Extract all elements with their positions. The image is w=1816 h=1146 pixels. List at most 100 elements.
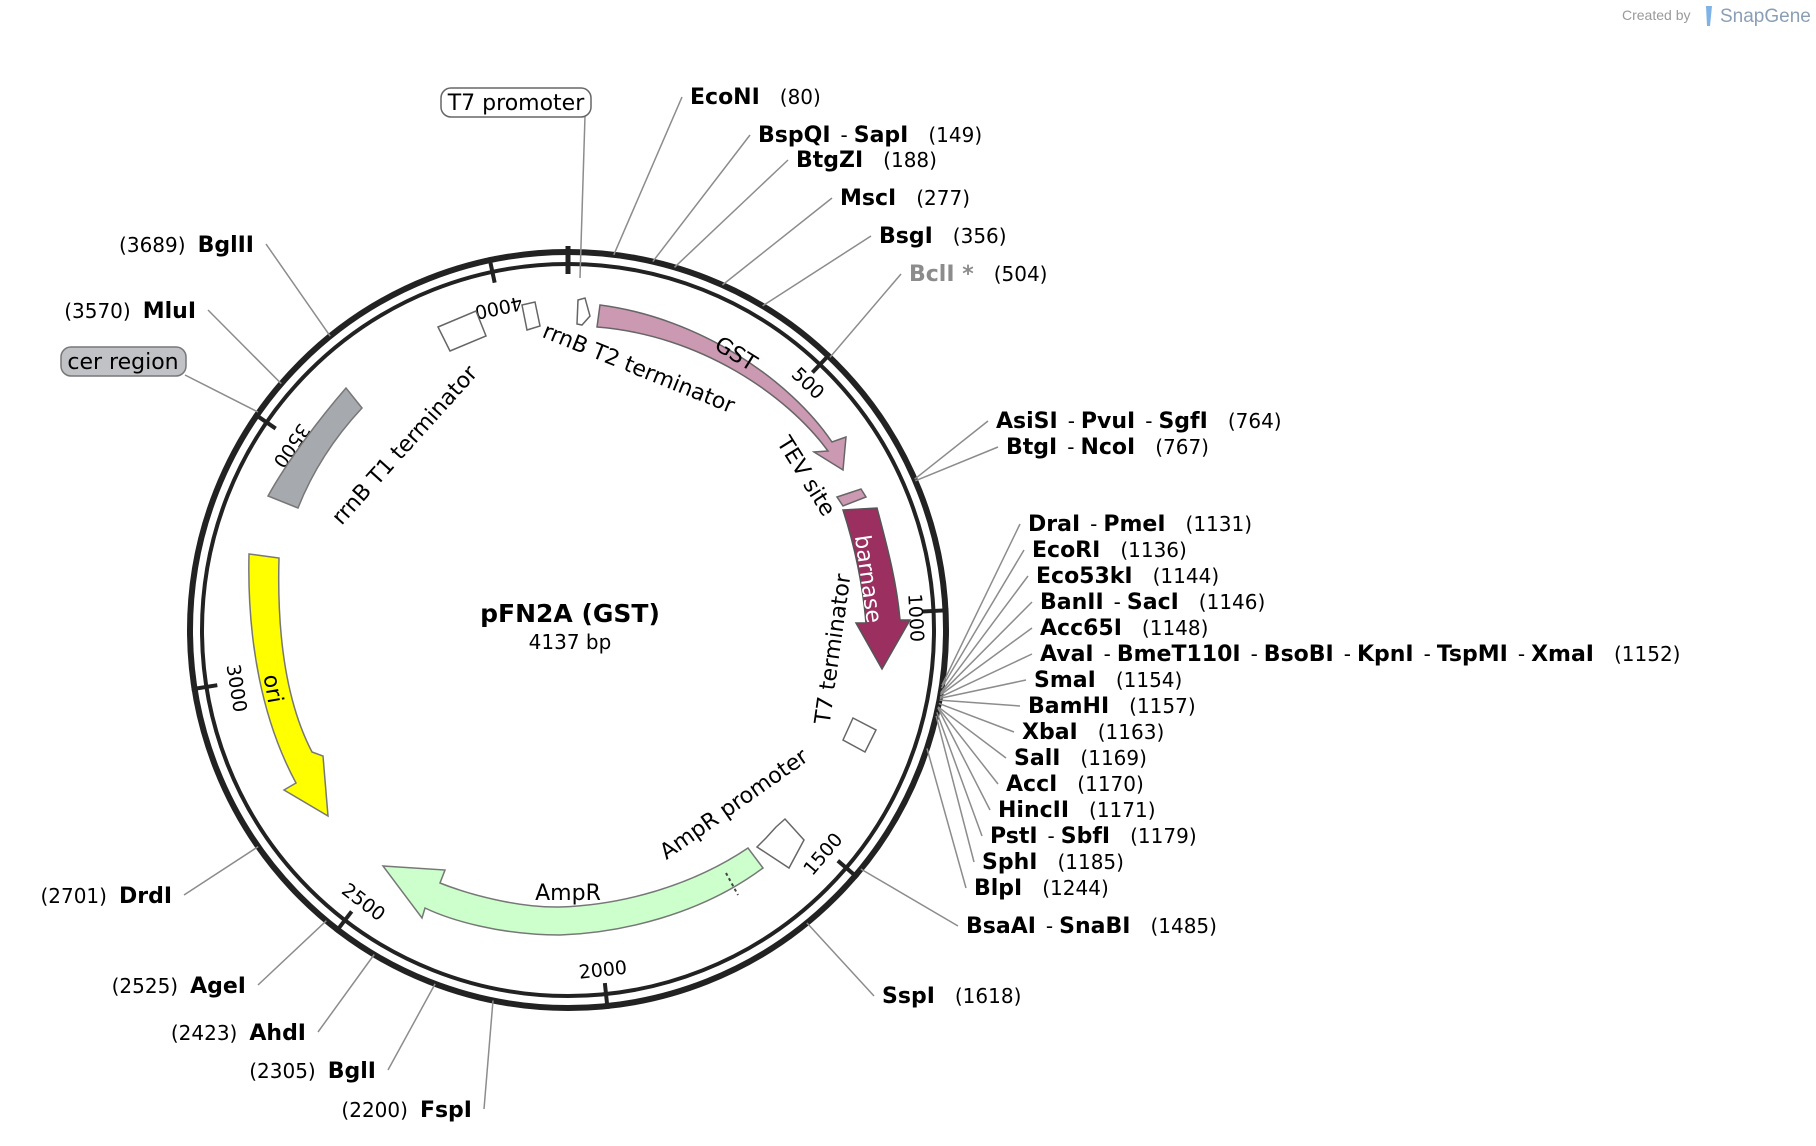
- t7-promoter-label: T7 promoter: [447, 91, 585, 116]
- site-btgi[interactable]: BtgI-NcoI(767): [915, 435, 1209, 482]
- site-leader: [940, 549, 1025, 689]
- site-label-bsgi: BsgI(356): [879, 224, 1007, 249]
- site-leader: [937, 706, 999, 785]
- tick-4000: [487, 256, 497, 284]
- ori-arrow[interactable]: [248, 553, 329, 818]
- site-blpi[interactable]: BlpI(1244): [926, 748, 1109, 901]
- tick-1000: [922, 608, 949, 614]
- rrnb-t1-terminator-arrow[interactable]: [266, 386, 363, 509]
- site-leader: [265, 243, 331, 337]
- site-bglii[interactable]: (3689)BglII: [119, 233, 331, 337]
- site-leader: [829, 273, 902, 358]
- rrnb-t2-terminator-box[interactable]: [521, 301, 541, 331]
- gst-arrow[interactable]: [596, 304, 847, 472]
- site-econi[interactable]: EcoNI(80): [613, 85, 821, 256]
- site-asisi[interactable]: AsiSI-PvuI-SgfI(764): [914, 409, 1282, 480]
- site-bcli[interactable]: BclI *(504): [829, 262, 1048, 358]
- site-label-xbai: XbaI(1163): [1022, 720, 1164, 745]
- site-label-sphi: SphI(1185): [982, 850, 1124, 875]
- tev-site-arrow[interactable]: [835, 488, 868, 507]
- site-leader: [926, 748, 967, 889]
- site-bamhi[interactable]: BamHI(1157): [939, 694, 1196, 719]
- site-leader: [762, 235, 872, 307]
- t7-promoter-leader: [579, 115, 586, 279]
- cer-region-leader: [184, 374, 259, 413]
- site-label-acc65i: Acc65I(1148): [1040, 616, 1208, 641]
- snapgene-credit: Created by SnapGene: [1622, 6, 1811, 27]
- site-label-acci: AccI(1170): [1006, 772, 1144, 797]
- ori-label: ori: [258, 673, 288, 706]
- site-leader: [936, 712, 983, 837]
- site-agei[interactable]: (2525)AgeI: [112, 920, 327, 999]
- site-label-bsaai: BsaAI-SnaBI(1485): [966, 914, 1217, 939]
- site-bsgi[interactable]: BsgI(356): [762, 224, 1007, 307]
- site-leader: [940, 601, 1033, 695]
- site-label-btgi: BtgI-NcoI(767): [1006, 435, 1209, 460]
- site-leader: [257, 920, 327, 986]
- tick-label-1000: 1000: [903, 593, 928, 642]
- site-leader: [939, 679, 1027, 700]
- plasmid-name: pFN2A (GST): [480, 599, 660, 628]
- site-hincii[interactable]: HincII(1171): [937, 707, 1156, 823]
- credit-brand: SnapGene: [1720, 6, 1811, 27]
- site-msci[interactable]: MscI(277): [721, 186, 970, 286]
- site-sphi[interactable]: SphI(1185): [935, 715, 1124, 875]
- site-leader: [941, 523, 1021, 686]
- site-label-banii: BanII-SacI(1146): [1040, 590, 1265, 615]
- site-acci[interactable]: AccI(1170): [937, 706, 1144, 797]
- ampr-arrow[interactable]: [381, 846, 765, 936]
- site-drai[interactable]: DraI-PmeI(1131): [941, 512, 1252, 686]
- site-leader: [721, 197, 833, 286]
- site-label-msci: MscI(277): [840, 186, 970, 211]
- site-sali[interactable]: SalI(1169): [937, 706, 1147, 771]
- site-mlui[interactable]: (3570)MluI: [64, 299, 282, 385]
- site-label-econi: EcoNI(80): [690, 85, 821, 110]
- site-leader: [860, 868, 959, 927]
- cer-region-box[interactable]: [436, 310, 487, 352]
- site-leader: [915, 446, 999, 482]
- site-leader: [207, 309, 282, 385]
- t7-promoter-callout[interactable]: T7 promoter: [440, 87, 592, 279]
- site-xbai[interactable]: XbaI(1163): [938, 702, 1164, 745]
- snapgene-logo-icon: [1706, 6, 1712, 26]
- site-bsaai[interactable]: BsaAI-SnaBI(1485): [860, 868, 1217, 939]
- site-label-btgzi: BtgZI(188): [796, 148, 937, 173]
- site-leader: [938, 702, 1015, 733]
- tick-2000: [602, 982, 610, 1010]
- site-label-ahdi: (2423)AhdI: [171, 1021, 306, 1046]
- site-avai[interactable]: AvaI-BmeT110I-BsoBI-KpnI-TspMI-XmaI(1152…: [939, 642, 1681, 698]
- ampr-label: AmpR: [535, 881, 601, 906]
- site-leader: [940, 575, 1029, 694]
- site-acc65i[interactable]: Acc65I(1148): [939, 616, 1208, 696]
- site-eco53ki[interactable]: Eco53kI(1144): [940, 564, 1219, 694]
- site-leader: [939, 627, 1033, 696]
- site-label-smai: SmaI(1154): [1034, 668, 1182, 693]
- site-fspi[interactable]: (2200)FspI: [341, 1000, 494, 1124]
- t7-terminator-box[interactable]: [842, 716, 878, 754]
- site-label-bcli: BclI *(504): [909, 262, 1047, 287]
- site-bgli[interactable]: (2305)BglI: [249, 983, 436, 1084]
- ampr-promoter-arrow[interactable]: [755, 817, 805, 870]
- site-label-drai: DraI-PmeI(1131): [1028, 512, 1252, 537]
- barnase-arrow[interactable]: [841, 507, 912, 671]
- site-banii[interactable]: BanII-SacI(1146): [940, 590, 1266, 695]
- site-bspqi[interactable]: BspQI-SapI(149): [652, 123, 982, 263]
- tick-3000: [191, 683, 218, 692]
- site-label-hincii: HincII(1171): [998, 798, 1156, 823]
- site-leader: [613, 96, 683, 256]
- site-sspi[interactable]: SspI(1618): [806, 922, 1021, 1009]
- site-leader: [317, 954, 375, 1033]
- cer-region-callout[interactable]: cer region: [60, 346, 259, 413]
- site-leader: [939, 699, 1021, 707]
- site-label-bspqi: BspQI-SapI(149): [758, 123, 982, 148]
- site-smai[interactable]: SmaI(1154): [939, 668, 1183, 700]
- site-drdi[interactable]: (2701)DrdI: [40, 845, 259, 909]
- site-label-ecori: EcoRI(1136): [1032, 538, 1187, 563]
- site-psti[interactable]: PstI-SbfI(1179): [936, 712, 1197, 849]
- site-btgzi[interactable]: BtgZI(188): [673, 148, 937, 268]
- t7-promoter-arrow[interactable]: [576, 297, 591, 326]
- site-ecori[interactable]: EcoRI(1136): [940, 538, 1187, 689]
- site-ahdi[interactable]: (2423)AhdI: [171, 954, 375, 1047]
- site-label-psti: PstI-SbfI(1179): [990, 824, 1197, 849]
